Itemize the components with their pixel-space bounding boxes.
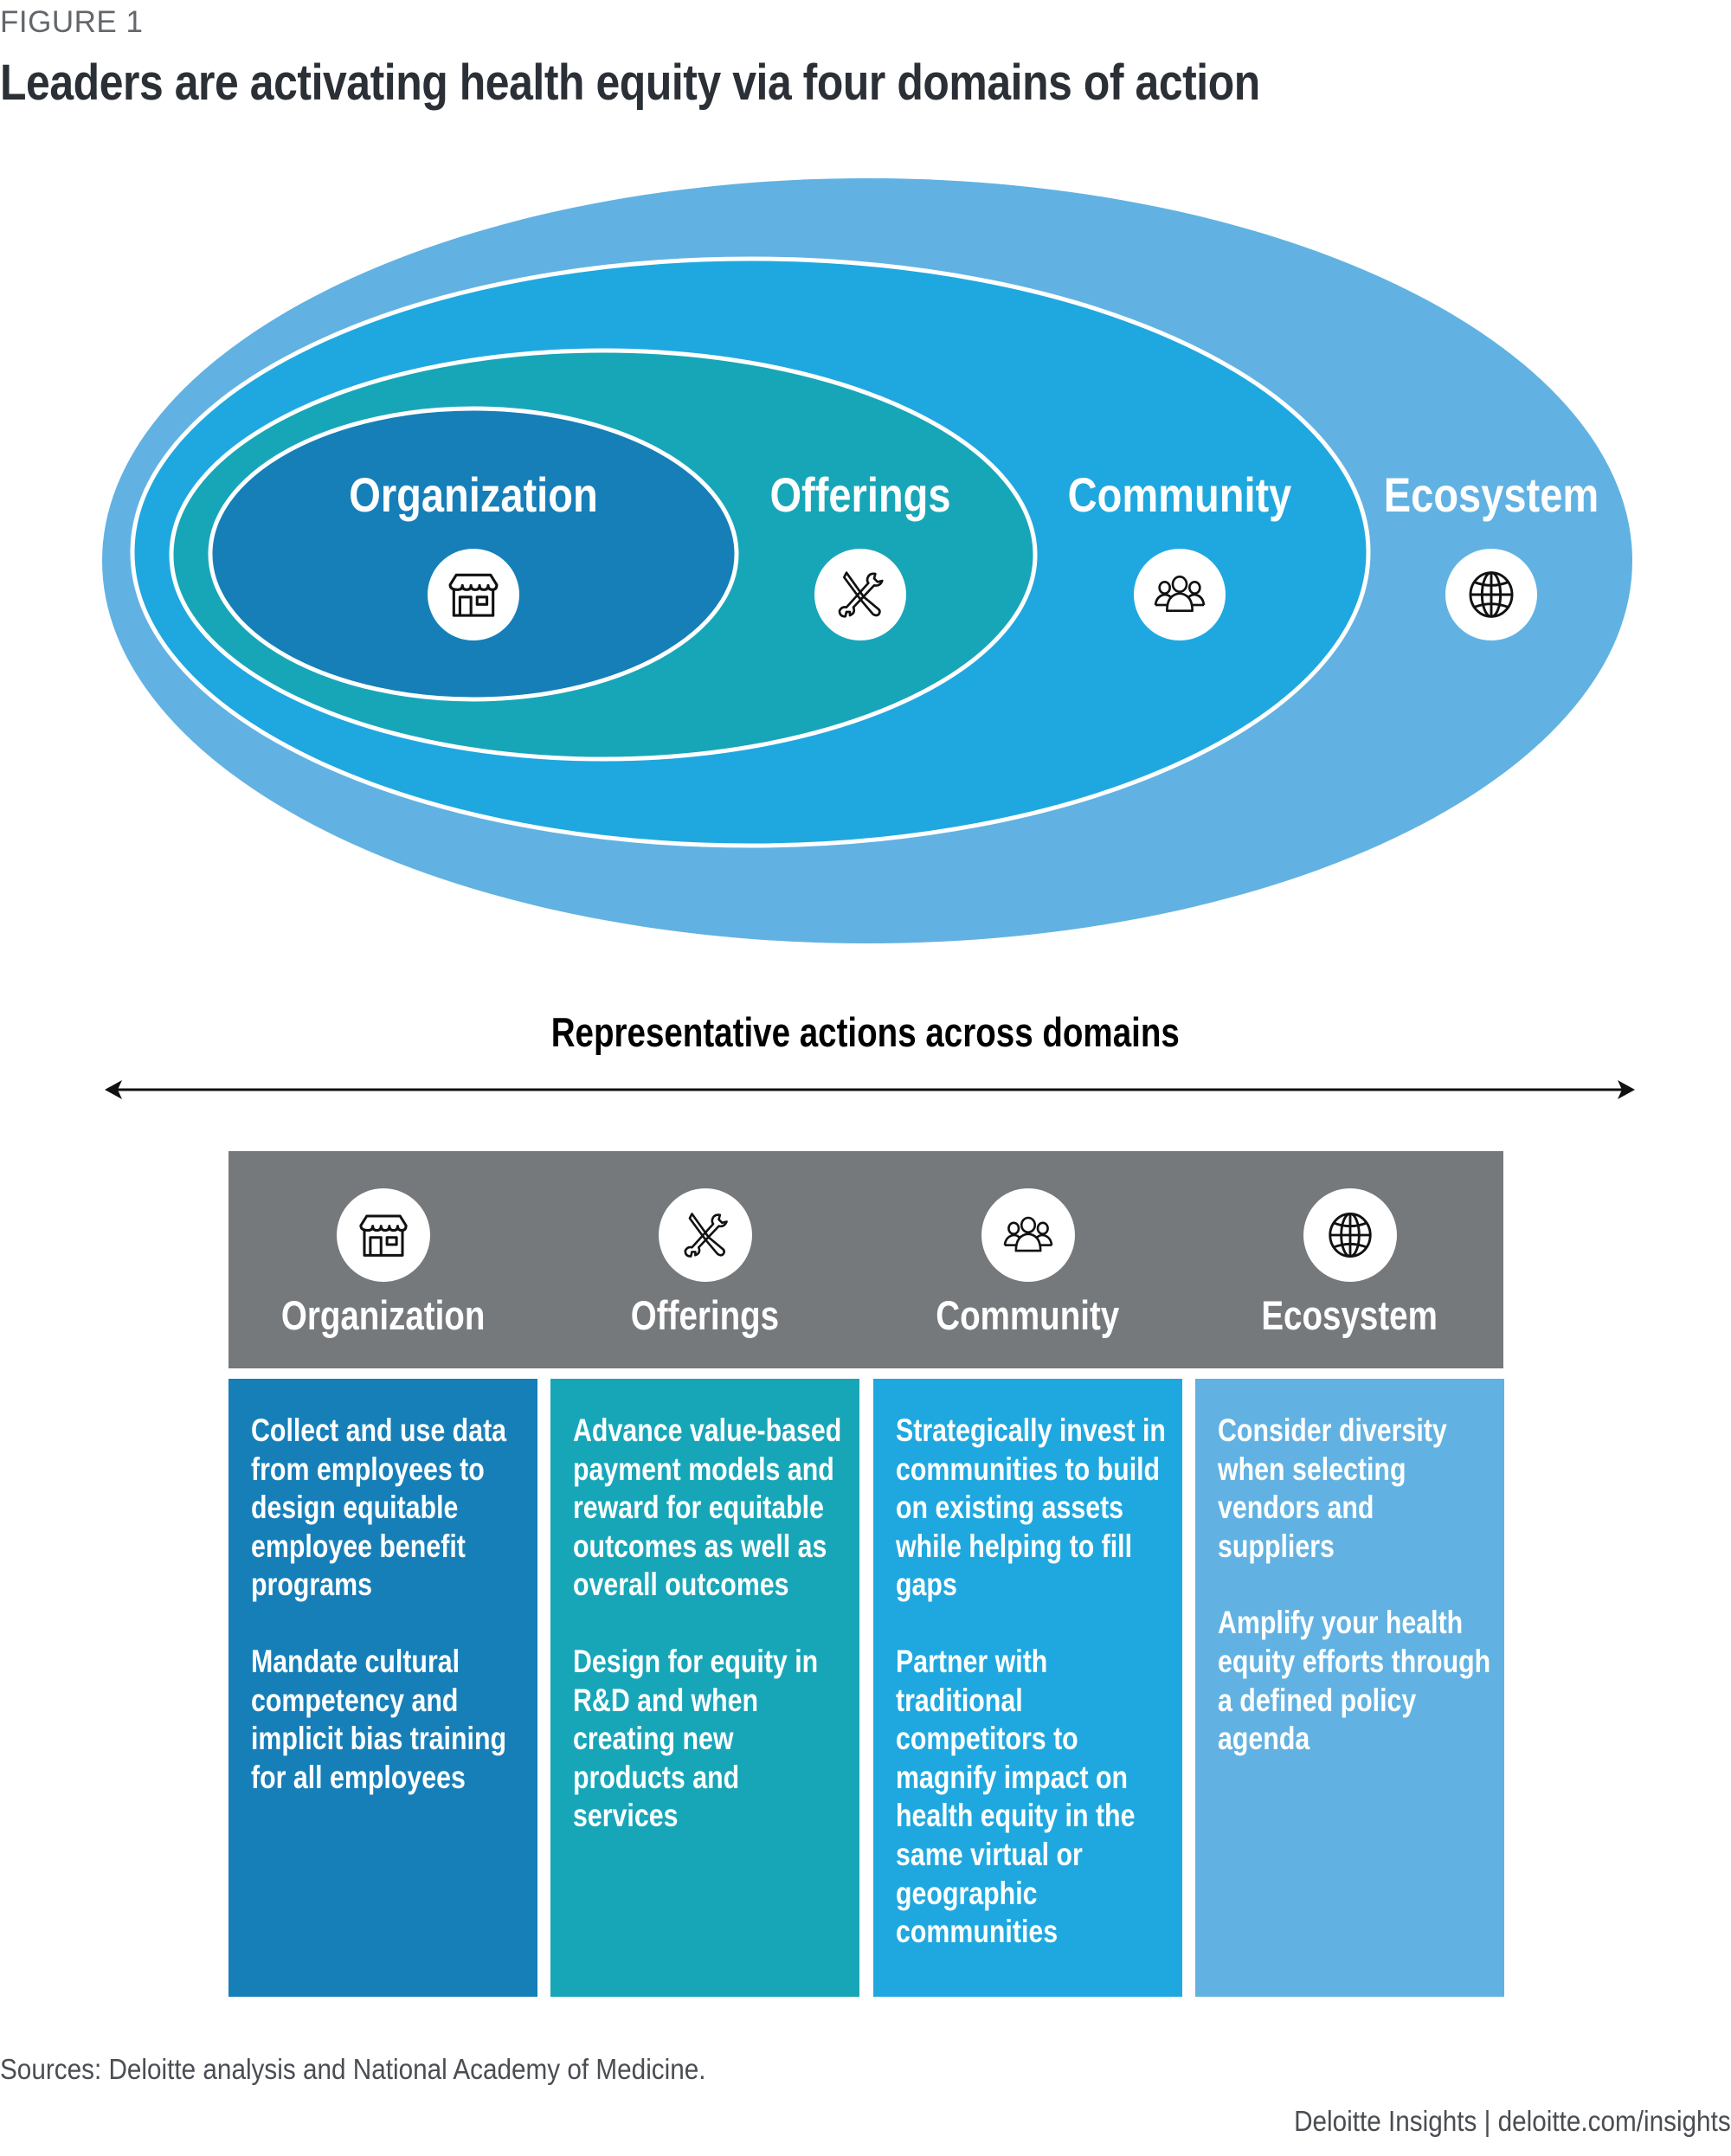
figure-title: Leaders are activating health equity via… — [0, 55, 1260, 111]
header-label-text: Community — [936, 1292, 1120, 1338]
header-label-text: Offerings — [630, 1292, 780, 1338]
section-subtitle: Representative actions across domains — [0, 1008, 1731, 1056]
globe-icon — [1303, 1188, 1397, 1282]
globe-icon — [1445, 549, 1537, 640]
action-item: Consider diversity when selecting vendor… — [1218, 1413, 1447, 1564]
header-offerings-label: Offerings — [550, 1291, 859, 1339]
header-ecosystem-label: Ecosystem — [1195, 1291, 1504, 1339]
actions-column-community: Strategically invest in communities to b… — [873, 1379, 1182, 1997]
organization-label: Organization — [349, 467, 597, 522]
publisher-credit: Deloitte Insights | deloitte.com/insight… — [1294, 2105, 1731, 2137]
header-label-text: Organization — [280, 1292, 486, 1338]
domains-span-arrow — [105, 1080, 1635, 1099]
people-group-icon — [981, 1188, 1075, 1282]
actions-column-offerings: Advance value-based payment models and r… — [550, 1379, 859, 1997]
tools-icon — [814, 549, 906, 640]
header-offerings: Offerings — [550, 1151, 859, 1368]
action-item: Strategically invest in communities to b… — [896, 1413, 1166, 1603]
domain-header-bar: Organization Offerings Community Ecosyst… — [228, 1151, 1503, 1368]
tools-icon — [658, 1188, 752, 1282]
header-organization: Organization — [228, 1151, 537, 1368]
storefront-icon — [336, 1188, 430, 1282]
ecosystem-label: Ecosystem — [1384, 467, 1599, 522]
storefront-icon — [428, 549, 519, 640]
action-item: Mandate cultural competency and implicit… — [251, 1643, 507, 1795]
header-organization-label: Organization — [228, 1291, 537, 1339]
people-group-icon — [1134, 549, 1226, 640]
action-item: Collect and use data from employees to d… — [251, 1413, 507, 1603]
section-subtitle-text: Representative actions across domains — [550, 1009, 1181, 1055]
action-item: Amplify your health equity efforts throu… — [1218, 1605, 1491, 1757]
action-item: Advance value-based payment models and r… — [573, 1413, 842, 1603]
action-item: Partner with traditional competitors to … — [896, 1643, 1136, 1950]
header-community-label: Community — [873, 1291, 1182, 1339]
actions-column-organization: Collect and use data from employees to d… — [228, 1379, 537, 1997]
community-label: Community — [1068, 467, 1292, 522]
actions-column-ecosystem: Consider diversity when selecting vendor… — [1195, 1379, 1504, 1997]
offerings-label: Offerings — [769, 467, 950, 522]
header-community: Community — [873, 1151, 1182, 1368]
header-ecosystem: Ecosystem — [1195, 1151, 1504, 1368]
header-label-text: Ecosystem — [1261, 1292, 1438, 1338]
figure-label: FIGURE 1 — [0, 5, 144, 39]
action-item: Design for equity in R&D and when creati… — [573, 1643, 819, 1834]
source-note: Sources: Deloitte analysis and National … — [0, 2053, 706, 2085]
nested-domains-diagram: Organization Offerings Community Ecosyst… — [102, 178, 1635, 1099]
